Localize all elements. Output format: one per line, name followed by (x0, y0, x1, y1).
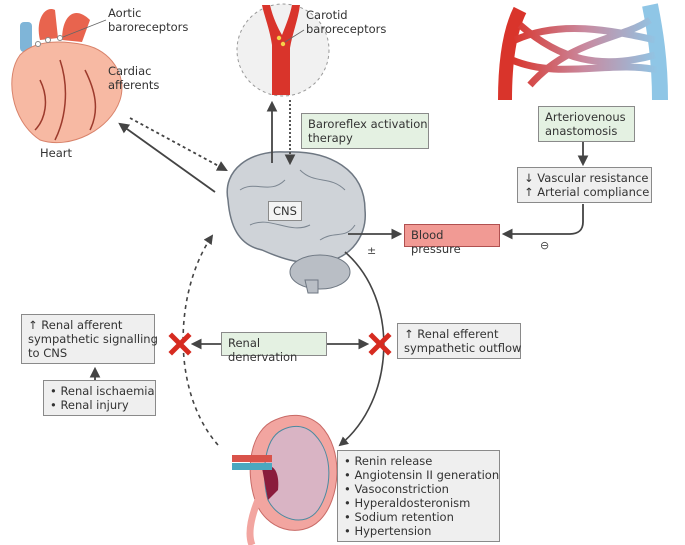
renal-denervation-box: Renal denervation (221, 332, 327, 364)
brain-illustration (226, 151, 366, 294)
arrow-cns-to-heart (118, 122, 216, 193)
heart-label: Heart (40, 146, 73, 160)
block-cross-icon (168, 332, 192, 356)
vascular-effects-box: ↓ Vascular resistance↑ Arterial complian… (517, 167, 652, 203)
carotid-illustration (236, 3, 330, 97)
renal-effects-box: • Renin release• Angiotensin II generati… (337, 450, 500, 542)
plus-minus-symbol: ± (367, 244, 377, 257)
minus-symbol: ⊖ (540, 239, 550, 252)
cns-label: CNS (268, 201, 302, 221)
arrow-kidney-to-cns (182, 234, 219, 446)
block-cross-icon (368, 332, 392, 356)
kidney-illustration (232, 414, 338, 545)
blood-pressure-box: Blood pressure (404, 224, 500, 256)
arteriovenous-illustration (498, 3, 668, 101)
arrow-to-blood-pressure (501, 204, 584, 240)
renal-causes-box: • Renal ischaemia• Renal injury (43, 380, 156, 416)
heart-illustration (11, 9, 123, 144)
arrow-heart-to-cns (129, 117, 228, 172)
